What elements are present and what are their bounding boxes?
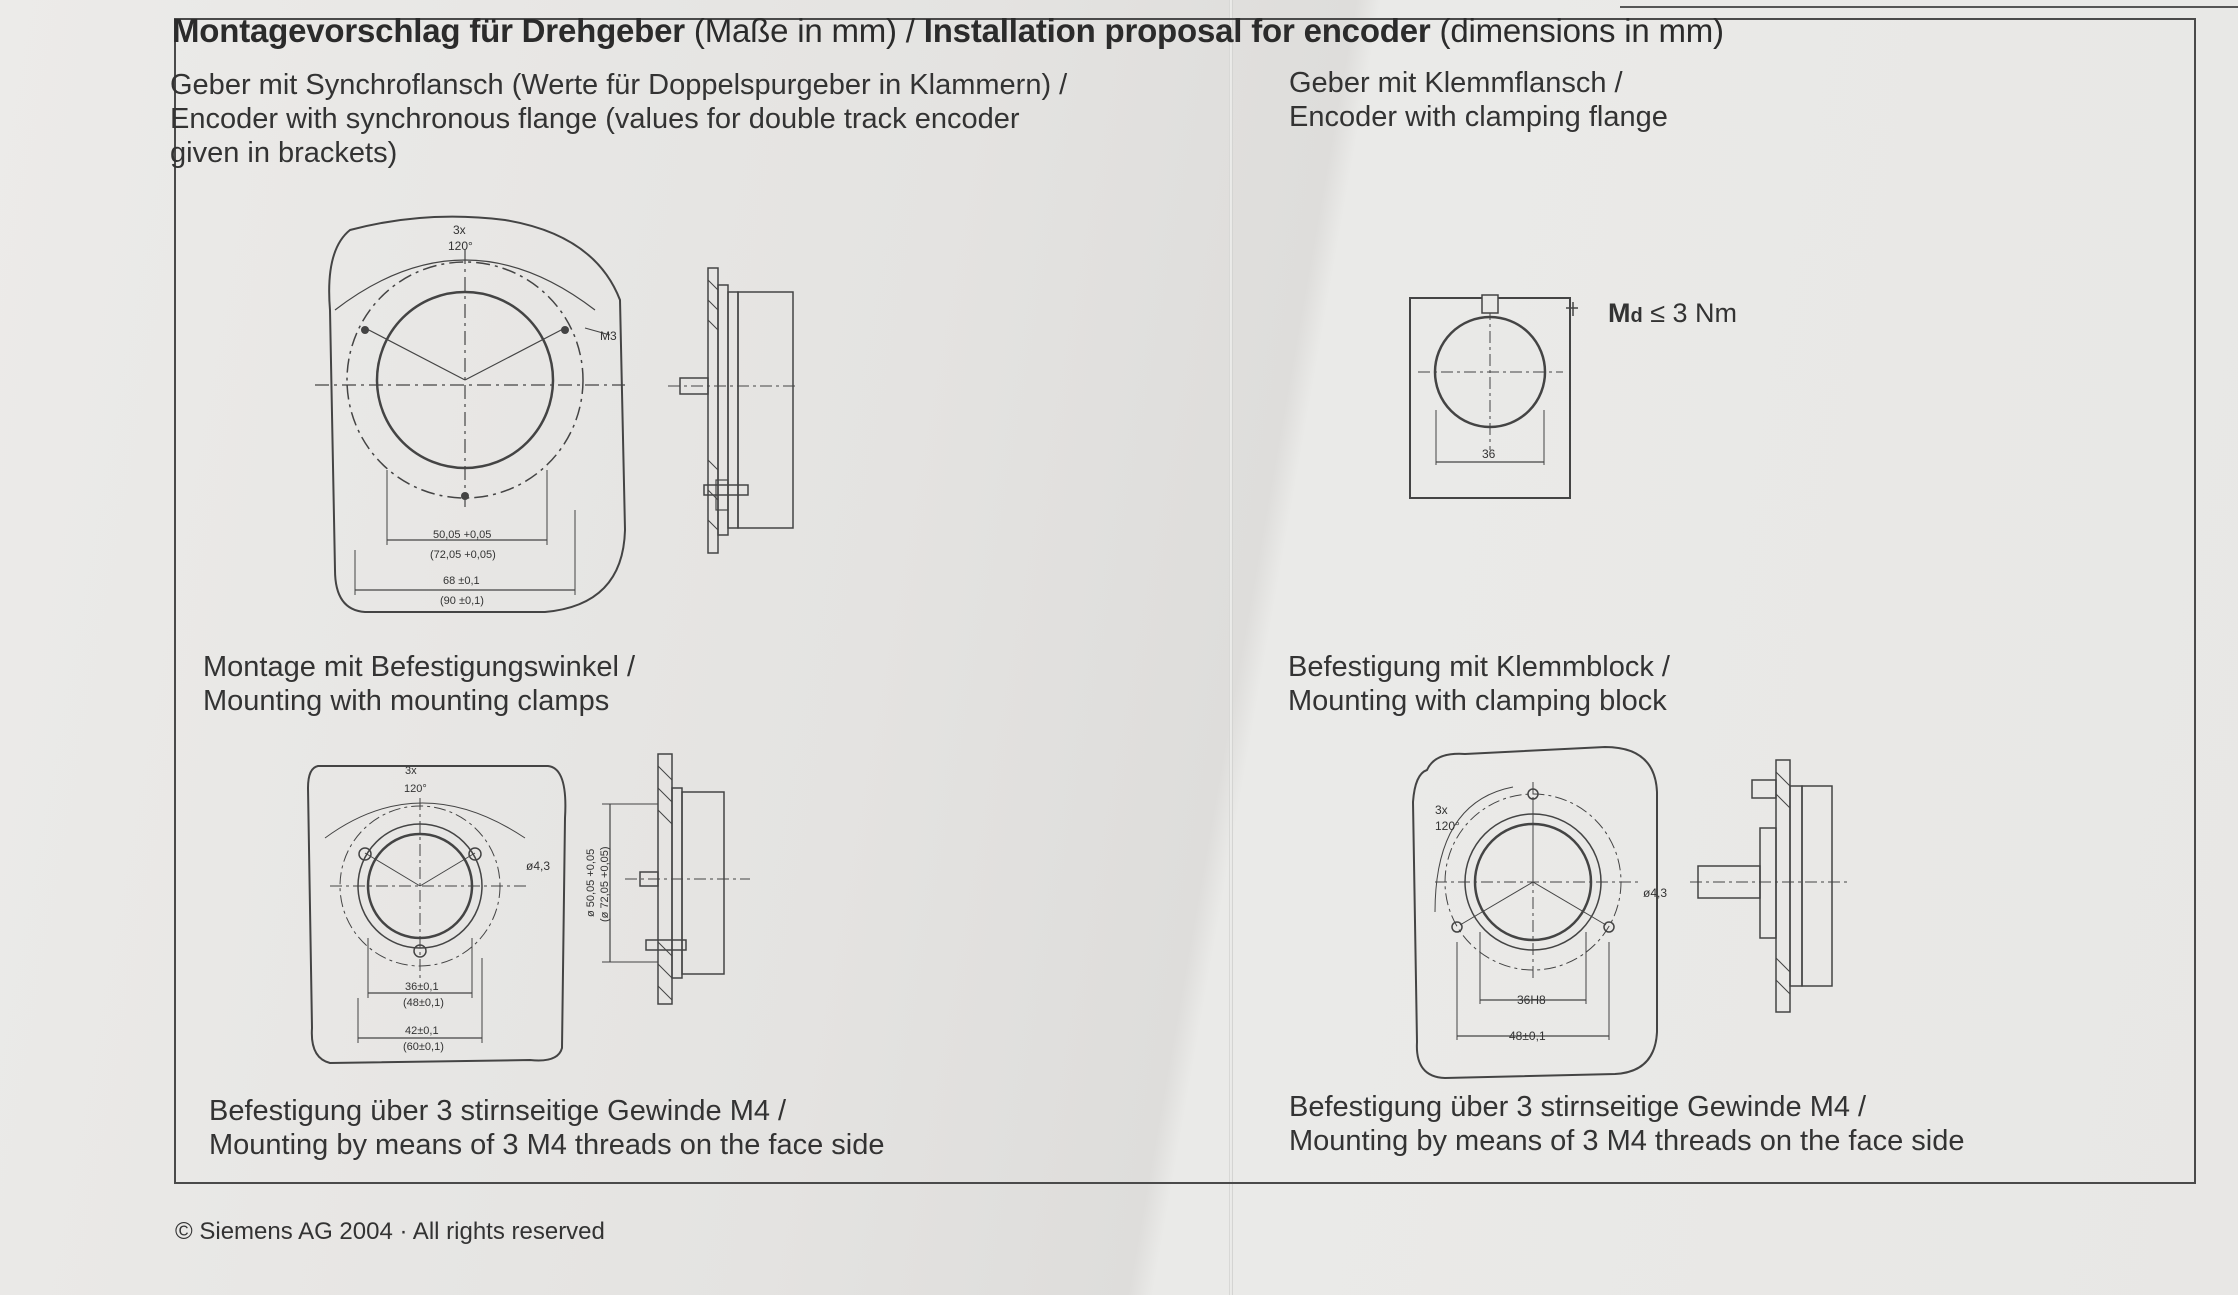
content-frame [174,18,2196,1184]
svg-text:ø 50,05 +0,05: ø 50,05 +0,05 [585,849,597,917]
svg-text:(48±0,1): (48±0,1) [403,997,444,1009]
clamping-block-side-drawing [1690,759,1850,1013]
face-threads-heading-right: Befestigung über 3 stirnseitige Gewinde … [1289,1091,1965,1157]
svg-text:(60±0,1): (60±0,1) [403,1041,444,1053]
synchro-flange-side-drawing [668,267,798,554]
svg-text:48±0,1: 48±0,1 [1509,1029,1546,1043]
svg-text:42±0,1: 42±0,1 [405,1025,439,1037]
svg-text:(72,05 +0,05): (72,05 +0,05) [430,549,496,561]
svg-text:3x: 3x [1435,803,1448,817]
mounting-clamps-heading: Montage mit Befestigungswinkel / Mountin… [203,651,635,717]
page-title: Montagevorschlag für Drehgeber (Maße in … [172,12,1724,49]
svg-text:120°: 120° [1435,819,1460,833]
clamping-flange-drawing: 36 [1409,294,1578,499]
svg-text:(90 ±0,1): (90 ±0,1) [440,595,484,607]
clamping-flange-heading: Geber mit Klemmflansch / Encoder with cl… [1289,67,1668,133]
synchro-flange-front-drawing: 3x 120° M3 50,05 +0,05 (72,05 +0,05) 68 … [315,215,627,613]
frame-top-line [1620,6,2238,8]
mounting-clamps-front-drawing: 3x 120° ø4,3 36±0,1 (48±0,1) 42±0,1 (60±… [306,765,567,1065]
svg-text:50,05 +0,05: 50,05 +0,05 [433,529,491,541]
clamping-block-front-drawing: 3x 120° ø4,3 36H8 48±0,1 [1411,745,1667,1080]
svg-text:ø4,3: ø4,3 [1643,886,1667,900]
svg-text:ø4,3: ø4,3 [526,859,550,873]
svg-text:3x: 3x [453,223,466,237]
svg-text:120°: 120° [404,783,427,795]
svg-text:36: 36 [1482,447,1496,461]
svg-text:68 ±0,1: 68 ±0,1 [443,575,480,587]
copyright-footer: © Siemens AG 2004 · All rights reserved [175,1218,605,1245]
page-fold [1229,0,1233,1295]
svg-text:36±0,1: 36±0,1 [405,981,439,993]
svg-text:M3: M3 [600,329,617,343]
svg-text:3x: 3x [405,765,417,777]
clamping-block-heading: Befestigung mit Klemmblock / Mounting wi… [1288,651,1670,717]
svg-text:36H8: 36H8 [1517,993,1546,1007]
mounting-clamps-side-drawing: ø 50,05 +0,05 (ø 72,05 +0,05) [585,753,750,1005]
svg-text:120°: 120° [448,239,473,253]
svg-text:(ø 72,05 +0,05): (ø 72,05 +0,05) [599,846,611,922]
face-threads-heading-left: Befestigung über 3 stirnseitige Gewinde … [209,1095,885,1161]
synchro-flange-heading: Geber mit Synchroflansch (Werte für Dopp… [170,69,1068,169]
torque-spec: Md ≤ 3 Nm [1608,298,1738,328]
